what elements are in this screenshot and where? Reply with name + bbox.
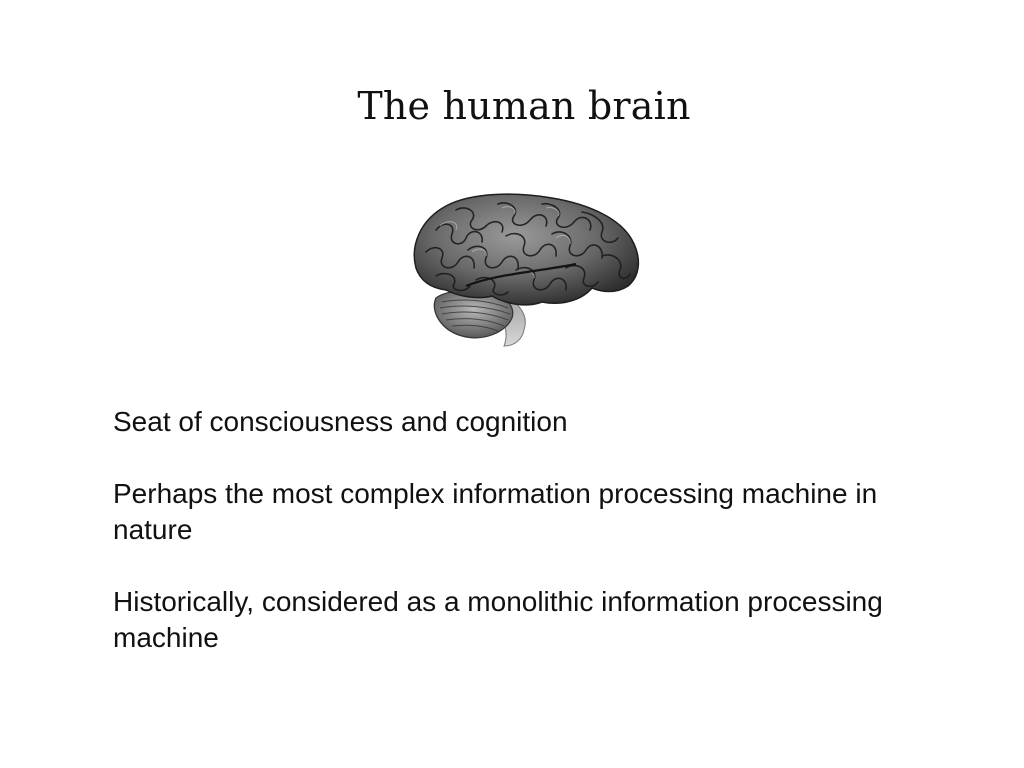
brain-image [406,190,646,352]
brain-illustration-icon [413,193,640,347]
bullet-text: Perhaps the most complex information pro… [113,478,878,545]
bullet-text: Seat of consciousness and cognition [113,406,568,437]
bullet-text: Historically, considered as a monolithic… [113,586,883,653]
slide-body: Seat of consciousness and cognition Perh… [113,404,913,656]
slide-title: The human brain [357,84,691,128]
